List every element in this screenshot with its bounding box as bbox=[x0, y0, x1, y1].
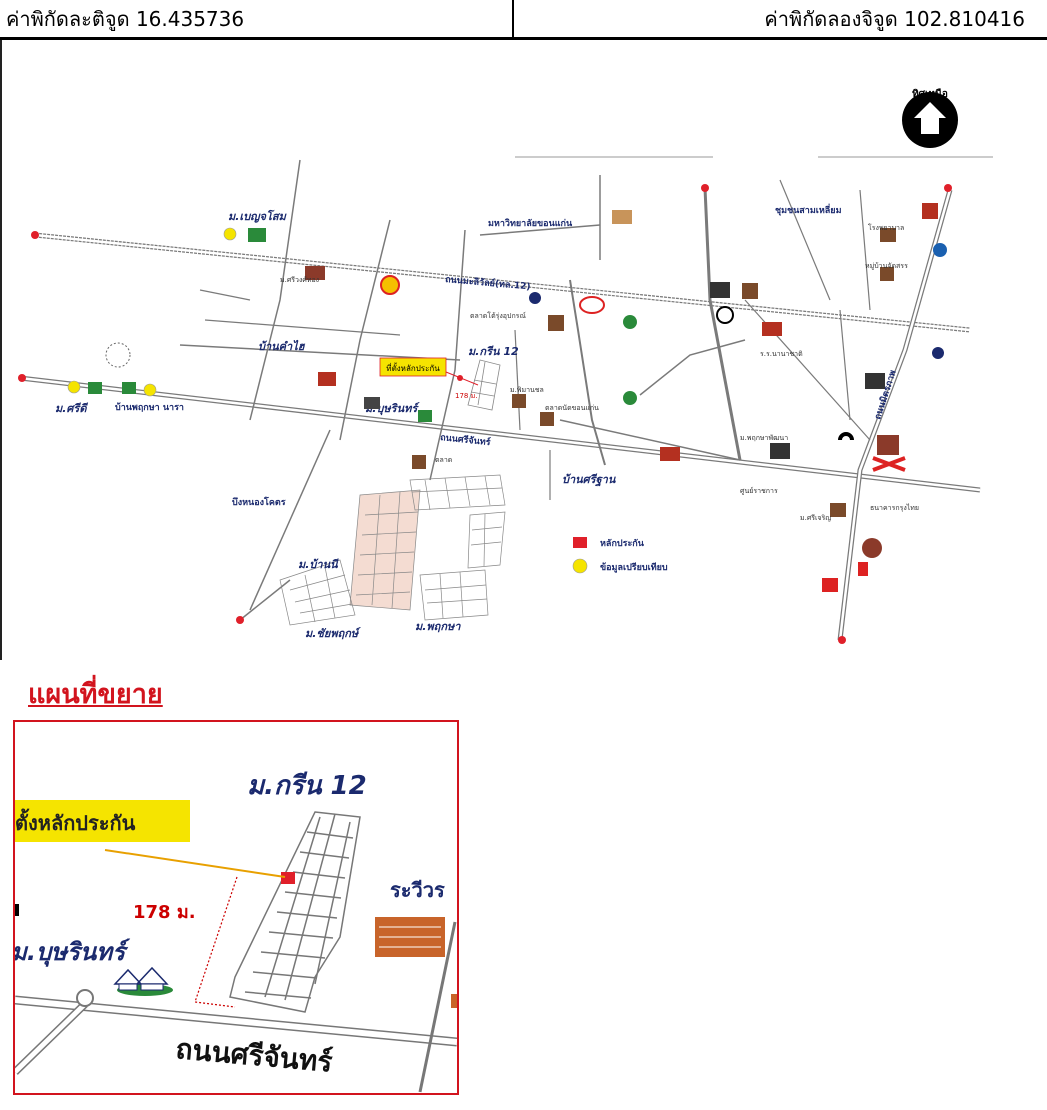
collateral-callout-text: ตั้งหลักประกัน bbox=[15, 808, 136, 835]
label-m-si-dee: ม.ศรีดี bbox=[55, 402, 88, 415]
label-benjamas: ม.เบญจโสม bbox=[228, 209, 288, 223]
legend-comparison-label: ข้อมูลเปรียบเทียบ bbox=[600, 562, 668, 573]
distance-label: 178 ม. bbox=[133, 902, 196, 923]
svg-text:ตลาดโต้รุ่งอุปกรณ์: ตลาดโต้รุ่งอุปกรณ์ bbox=[470, 311, 526, 320]
legend-collateral-label: หลักประกัน bbox=[600, 538, 645, 549]
house-icon bbox=[113, 966, 173, 996]
road-network bbox=[19, 159, 981, 641]
label-chaiyaphruek: ม.ชัยพฤกษ์ bbox=[305, 627, 361, 640]
svg-text:โรงพยาบาล: โรงพยาบาล bbox=[868, 223, 904, 232]
green12-village-grid bbox=[229, 811, 361, 1013]
rawiwan-label: ระวีวร bbox=[390, 878, 445, 902]
enlarged-map-frame[interactable]: ตั้งหลักประกัน 178 ม. ม.กรีน 12 ระวีวร ม… bbox=[13, 720, 459, 1095]
comparison-markers bbox=[67, 227, 237, 397]
collateral-callout-box bbox=[379, 357, 447, 377]
collateral-callout-text: ที่ตั้งหลักประกัน bbox=[386, 362, 440, 373]
label-green12: ม.กรีน 12 bbox=[468, 345, 519, 358]
svg-text:ม.พฤกษาพัฒนา: ม.พฤกษาพัฒนา bbox=[740, 434, 788, 442]
label-bueng-nong-khot: บึงหนองโคตร bbox=[232, 496, 286, 508]
rawiwan-building-icon bbox=[375, 917, 445, 957]
legend-collateral-swatch bbox=[573, 537, 587, 548]
svg-text:ศูนย์ราชการ: ศูนย์ราชการ bbox=[740, 487, 778, 495]
label-ban-kham: บ้านคำไฮ bbox=[258, 339, 306, 353]
village-grid-green12 bbox=[467, 359, 501, 411]
road-label: ถนนศรีจันทร์ bbox=[174, 1032, 333, 1079]
header-divider bbox=[512, 0, 514, 37]
enlarged-map-title: แผนที่ขยาย bbox=[28, 679, 163, 710]
collateral-callout-box bbox=[15, 800, 190, 842]
north-arrow-icon bbox=[902, 92, 958, 148]
route-end-markers bbox=[18, 184, 952, 644]
compass-label: ทิศเหนือ bbox=[912, 88, 948, 100]
svg-text:ตลาดนัดขอนแก่น: ตลาดนัดขอนแก่น bbox=[545, 404, 599, 412]
village-label: ม.กรีน 12 bbox=[247, 771, 367, 801]
overview-map[interactable]: ทิศเหนือ bbox=[0, 0, 1047, 660]
enlarged-map: ตั้งหลักประกัน 178 ม. ม.กรีน 12 ระวีวร ม… bbox=[15, 771, 457, 1093]
coordinate-header: ค่าพิกัดละติจูด 16.435736 ค่าพิกัดลองจิจ… bbox=[0, 0, 1047, 40]
latitude-text: ค่าพิกัดละติจูด 16.435736 bbox=[6, 6, 245, 31]
distance-small: 178 ม. bbox=[455, 392, 477, 400]
longitude-text: ค่าพิกัดลองจิจูด 102.810416 bbox=[764, 6, 1025, 31]
svg-text:ม.ศรีวงศ์ทอง: ม.ศรีวงศ์ทอง bbox=[280, 276, 319, 284]
svg-text:ตลาด: ตลาด bbox=[435, 456, 452, 464]
label-ban-si-than: บ้านศรีฐาน bbox=[562, 473, 616, 487]
boonyarin-label: ม.บุษรินทร์ bbox=[15, 938, 131, 967]
village-grid-south bbox=[279, 474, 506, 626]
svg-text:ร.ร.นานาชาติ: ร.ร.นานาชาติ bbox=[760, 350, 803, 358]
legend-comparison-swatch bbox=[572, 558, 588, 574]
svg-text:ม.พิมานชล: ม.พิมานชล bbox=[510, 386, 544, 394]
label-chum-chon: ชุมชนสามเหลี่ยม bbox=[775, 203, 842, 216]
page-border-left bbox=[0, 40, 2, 660]
label-mahachai-road: ถนนมะลิวัลย์(ทล.12) bbox=[445, 273, 531, 292]
label-phutthamana: บ้านพฤกษา นารา bbox=[115, 402, 184, 413]
label-kku: มหาวิทยาลัยขอนแก่น bbox=[488, 218, 573, 229]
svg-text:ธนาคารกรุงไทย: ธนาคารกรุงไทย bbox=[870, 503, 919, 512]
svg-text:หมู่บ้านจัดสรร: หมู่บ้านจัดสรร bbox=[865, 262, 908, 270]
landmark-icons bbox=[88, 203, 947, 592]
collateral-marker bbox=[281, 872, 295, 884]
minor-labels: ม.ศรีวงศ์ทอง ตลาดโต้รุ่งอุปกรณ์ ม.พิมานช… bbox=[280, 223, 919, 522]
label-phruksa: ม.พฤกษา bbox=[415, 620, 461, 633]
svg-text:ม.ศรีเจริญ: ม.ศรีเจริญ bbox=[800, 514, 831, 522]
label-ban-ni: ม.บ้านนี bbox=[298, 558, 339, 571]
